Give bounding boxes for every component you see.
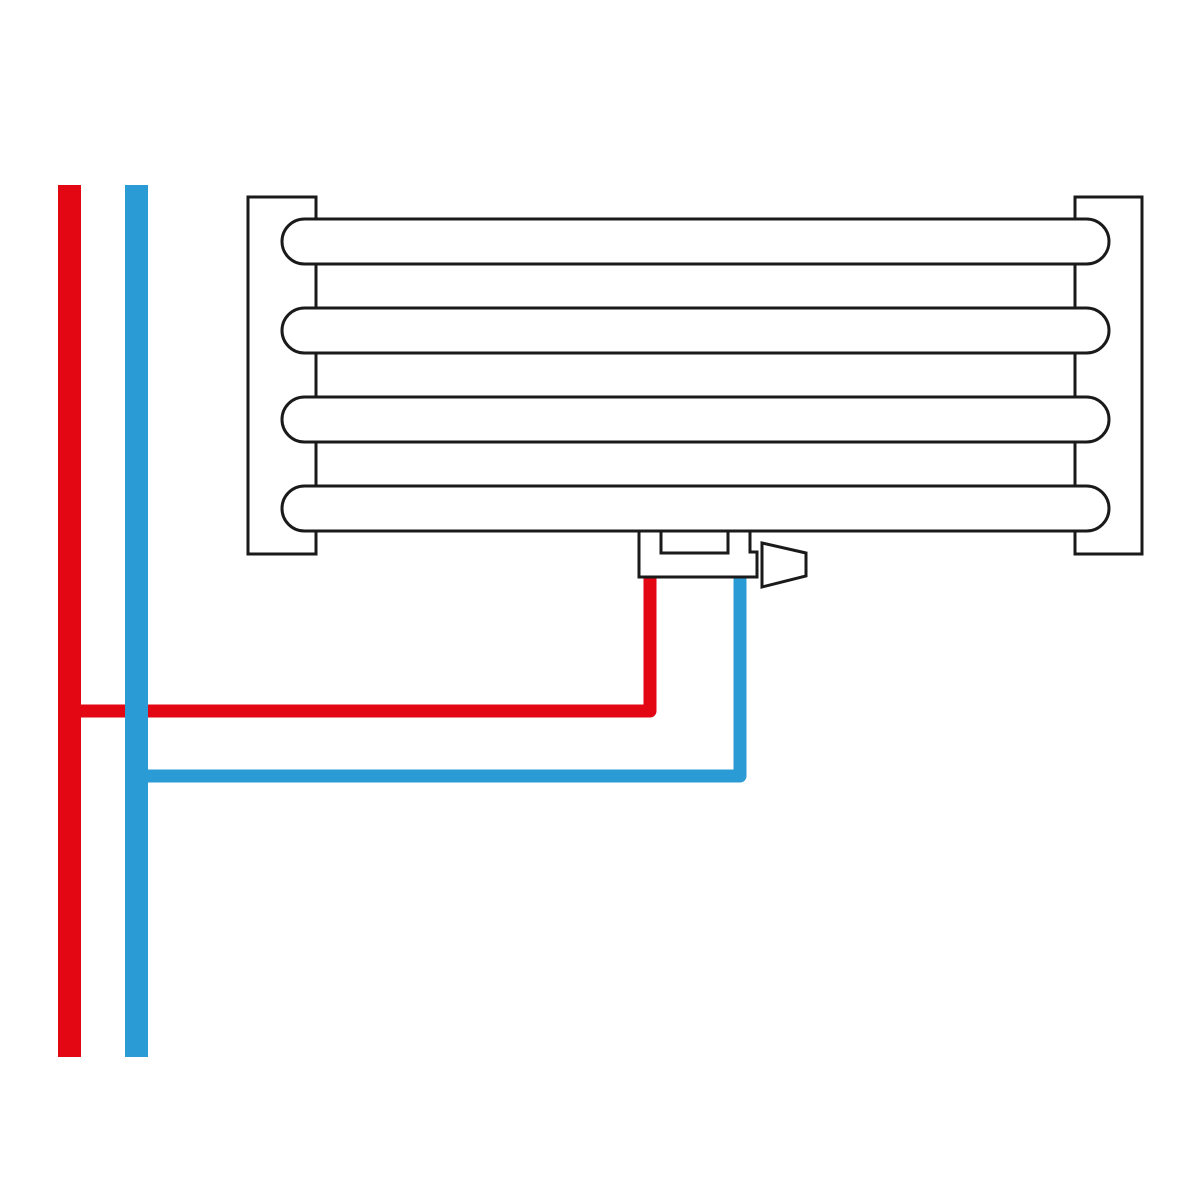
radiator-tube bbox=[280, 395, 1111, 444]
return-riser bbox=[125, 185, 148, 1057]
supply-riser bbox=[58, 185, 81, 1057]
valve-window bbox=[659, 529, 730, 555]
radiator-tubes bbox=[280, 217, 1111, 533]
supply-branch bbox=[70, 577, 657, 718]
thermostat-head-icon bbox=[760, 541, 808, 589]
radiator-tube bbox=[280, 217, 1111, 266]
return-branch bbox=[137, 577, 747, 783]
supply-pipe bbox=[58, 185, 657, 1057]
return-pipe bbox=[125, 185, 747, 1057]
pipe-network bbox=[58, 185, 747, 1057]
radiator-tube bbox=[280, 484, 1111, 533]
valve-block-icon bbox=[637, 529, 759, 579]
towel-radiator bbox=[246, 195, 1144, 589]
radiator-tube bbox=[280, 306, 1111, 355]
